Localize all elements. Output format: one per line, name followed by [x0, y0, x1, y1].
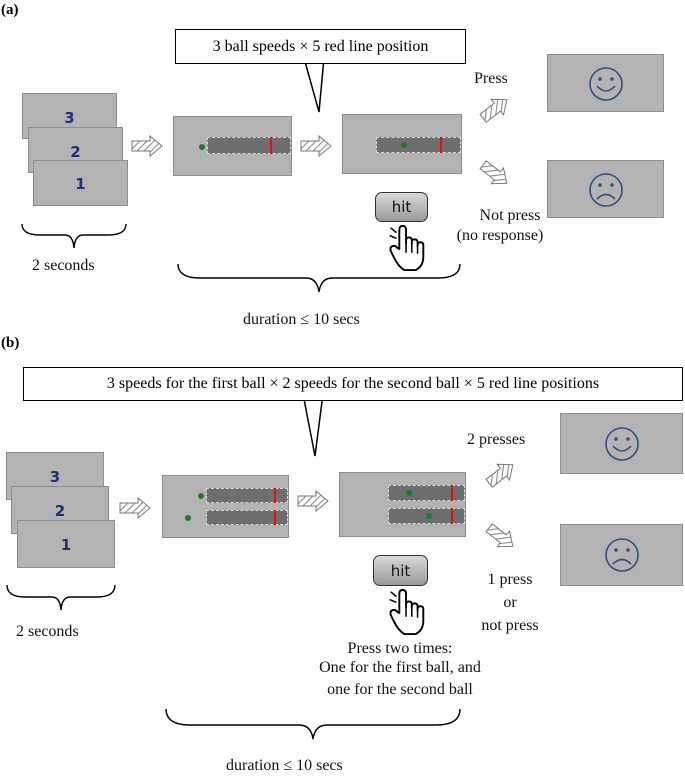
- red-line-1: [274, 488, 276, 503]
- ball-track-1: [206, 488, 288, 503]
- sad-face-icon: [589, 173, 623, 207]
- countdown-brace: [6, 584, 116, 611]
- success-screen: [560, 413, 683, 474]
- failure-screen: [560, 524, 683, 586]
- not-press-label-2: or: [503, 594, 517, 611]
- red-line-2: [274, 510, 276, 525]
- hatched-arrow-icon: [476, 91, 514, 127]
- hit-button-label: hit: [391, 198, 412, 216]
- game-screen-start: [173, 116, 292, 176]
- smiley-face-icon: [589, 67, 623, 101]
- hit-button[interactable]: hit: [373, 555, 428, 586]
- first-ball: [198, 493, 204, 499]
- countdown-digit: 1: [60, 536, 72, 554]
- countdown-digit: 1: [75, 175, 86, 193]
- pointing-hand-icon: [388, 588, 425, 636]
- ball-track-1: [388, 485, 465, 501]
- red-line: [270, 137, 272, 154]
- panel-a-label: (a): [1, 2, 19, 18]
- red-line-1: [451, 485, 453, 501]
- countdown-digit: 2: [70, 143, 81, 161]
- hatched-arrow-icon: [482, 519, 520, 555]
- hit-button-label: hit: [390, 561, 411, 580]
- instruction-line-2: One for the first ball, and: [319, 659, 481, 676]
- countdown-digit: 3: [64, 109, 75, 127]
- countdown-caption: 2 seconds: [32, 257, 95, 274]
- countdown-caption: 2 seconds: [16, 623, 79, 640]
- countdown-card-1: 1: [17, 520, 115, 568]
- countdown-brace: [21, 223, 127, 249]
- instruction-line-1: Press two times:: [347, 640, 453, 657]
- callout-text: 3 ball speeds × 5 red line position: [212, 37, 429, 55]
- callout-box: 3 ball speeds × 5 red line position: [175, 29, 466, 64]
- ball-track: [207, 137, 291, 154]
- countdown-card-1: 1: [33, 160, 128, 206]
- duration-brace: [177, 263, 461, 293]
- hit-button[interactable]: hit: [375, 192, 428, 222]
- callout-box: 3 speeds for the first ball × 2 speeds f…: [23, 367, 683, 401]
- hatched-arrow-icon: [131, 135, 163, 157]
- countdown-digit: 2: [54, 502, 66, 520]
- not-press-label-3: not press: [481, 617, 539, 634]
- smiley-face-icon: [605, 427, 639, 461]
- callout-pointer: [303, 57, 325, 113]
- second-ball: [426, 513, 432, 519]
- success-screen: [547, 54, 664, 112]
- not-press-label-1: 1 press: [487, 571, 533, 588]
- instruction-line-3: one for the second ball: [327, 681, 473, 698]
- duration-label: duration ≤ 10 secs: [226, 757, 343, 774]
- second-ball: [185, 515, 191, 521]
- hatched-arrow-icon: [297, 490, 329, 512]
- ball-track-2: [206, 510, 288, 525]
- game-screen-moving: [342, 114, 462, 174]
- hatched-arrow-icon: [300, 135, 332, 157]
- duration-brace: [165, 708, 461, 740]
- red-line-2: [451, 508, 453, 524]
- game-screen-start: [162, 475, 289, 538]
- red-line: [440, 137, 442, 153]
- first-ball: [406, 490, 412, 496]
- callout-pointer: [302, 393, 324, 457]
- panel-b-label: (b): [1, 335, 20, 351]
- callout-text: 3 speeds for the first ball × 2 speeds f…: [106, 375, 600, 392]
- sad-face-icon: [605, 538, 639, 572]
- not-press-label-1: Not press: [479, 207, 541, 224]
- duration-label: duration ≤ 10 secs: [243, 311, 360, 328]
- failure-screen: [547, 160, 664, 218]
- press-label: 2 presses: [467, 431, 526, 448]
- ball: [199, 144, 205, 150]
- not-press-label-2: (no response): [456, 227, 544, 244]
- game-screen-moving: [339, 472, 466, 537]
- hatched-arrow-icon: [119, 497, 151, 519]
- ball-track: [376, 137, 461, 153]
- hatched-arrow-icon: [482, 456, 520, 492]
- countdown-digit: 3: [49, 468, 61, 486]
- hatched-arrow-icon: [476, 156, 514, 192]
- ball: [401, 142, 407, 148]
- press-label: Press: [474, 70, 508, 87]
